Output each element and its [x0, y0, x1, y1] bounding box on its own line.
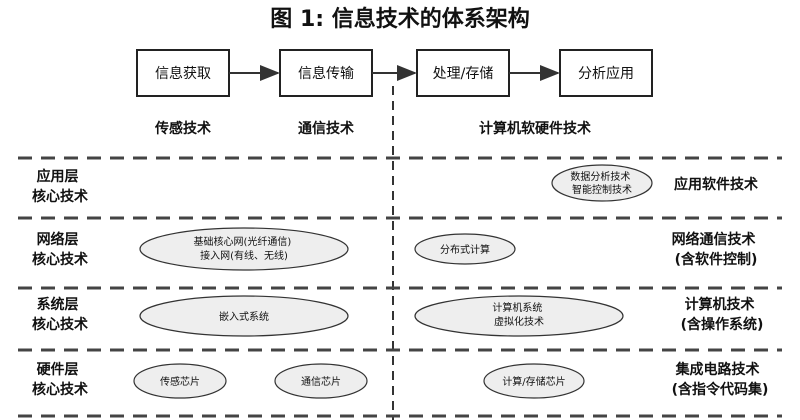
layer-application: 应用层 核心技术 数据分析技术 智能控制技术 应用软件技术 [32, 164, 758, 205]
ellipse-backbone-network-line1: 基础核心网(光纤通信) [194, 235, 292, 248]
ellipse-sensor-chip-label: 传感芯片 [160, 375, 200, 388]
ellipse-data-analysis-label: 数据分析技术 智能控制技术 [570, 170, 633, 196]
right-label-hardware: 集成电路技术 (含指令代码集) [672, 361, 769, 398]
layer-name-hardware-line2: 核心技术 [32, 381, 88, 398]
diagram-title: 图 1: 信息技术的体系架构 [270, 6, 529, 32]
flow-box-apply-label: 分析应用 [578, 65, 634, 82]
layer-name-application: 应用层 核心技术 [32, 168, 88, 205]
layer-name-system-line2: 核心技术 [32, 316, 88, 333]
layer-name-network-line2: 核心技术 [32, 251, 88, 268]
ellipse-embedded-system-label: 嵌入式系统 [219, 310, 269, 323]
ellipse-computer-system-line1: 计算机系统 [492, 301, 542, 314]
flow-box-apply [559, 49, 653, 97]
ellipse-backbone-network [139, 227, 349, 271]
layer-name-hardware-line1: 硬件层 [37, 361, 79, 378]
layer-name-system-line1: 系统层 [37, 296, 79, 313]
category-communication: 通信技术 [298, 120, 354, 137]
layer-name-system: 系统层 核心技术 [32, 296, 88, 333]
layer-name-network-line1: 网络层 [37, 231, 79, 248]
ellipse-data-analysis-line1: 数据分析技术 [570, 170, 630, 183]
right-label-system: 计算机技术 (含操作系统) [681, 296, 764, 333]
ellipse-computer-system-label: 计算机系统 虚拟化技术 [492, 301, 545, 328]
ellipse-backbone-network-line2: 接入网(有线、无线) [200, 249, 288, 262]
ellipse-data-analysis-line2: 智能控制技术 [572, 183, 632, 196]
layer-separators [18, 156, 782, 418]
tech-categories: 传感技术 通信技术 计算机软硬件技术 [154, 120, 591, 137]
right-label-system-line1: 计算机技术 [685, 296, 755, 313]
layer-system: 系统层 核心技术 嵌入式系统 计算机系统 虚拟化技术 计算机技术 (含操作系统) [32, 295, 764, 337]
ellipse-embedded-system [139, 295, 349, 337]
ellipse-compute-chip [483, 363, 585, 399]
ellipse-sensor-chip [133, 363, 227, 399]
ellipse-computer-system [414, 295, 624, 337]
ellipse-computer-system-line2: 虚拟化技术 [494, 315, 544, 328]
layer-network: 网络层 核心技术 基础核心网(光纤通信) 接入网(有线、无线) 分布式计算 网络… [32, 227, 761, 271]
flow-box-transmit [279, 49, 373, 97]
category-hardware-software: 计算机软硬件技术 [479, 120, 591, 137]
ellipse-comm-chip [274, 363, 368, 399]
category-sensing: 传感技术 [154, 120, 211, 137]
layer-name-application-line2: 核心技术 [32, 188, 88, 205]
ellipse-data-analysis [551, 164, 653, 202]
right-label-hardware-line1: 集成电路技术 [675, 361, 760, 378]
ellipse-distributed-computing-label: 分布式计算 [440, 243, 490, 256]
right-label-application: 应用软件技术 [674, 176, 758, 193]
layer-name-application-line1: 应用层 [37, 168, 79, 185]
layer-name-hardware: 硬件层 核心技术 [32, 361, 88, 398]
ellipse-distributed-computing [414, 233, 516, 265]
right-label-system-line2: (含操作系统) [681, 316, 764, 333]
layer-name-network: 网络层 核心技术 [32, 231, 88, 268]
flow-box-process [416, 49, 510, 97]
flow-box-acquire-label: 信息获取 [155, 65, 211, 82]
ellipse-compute-chip-label: 计算/存储芯片 [502, 375, 565, 388]
flow-box-acquire [136, 49, 230, 97]
flow-boxes: 信息获取 信息传输 处理/存储 分析应用 [136, 49, 653, 97]
right-label-network-line1: 网络通信技术 [672, 231, 756, 248]
right-label-hardware-line2: (含指令代码集) [672, 381, 769, 398]
layer-hardware: 硬件层 核心技术 传感芯片 通信芯片 计算/存储芯片 集成电路技术 (含指令代码… [32, 361, 769, 399]
flow-box-transmit-label: 信息传输 [298, 65, 354, 82]
right-label-network-line2: (含软件控制) [675, 251, 758, 268]
ellipse-backbone-network-label: 基础核心网(光纤通信) 接入网(有线、无线) [194, 235, 295, 262]
right-label-network: 网络通信技术 (含软件控制) [672, 231, 761, 268]
ellipse-comm-chip-label: 通信芯片 [301, 375, 341, 388]
flow-box-process-label: 处理/存储 [433, 66, 494, 82]
